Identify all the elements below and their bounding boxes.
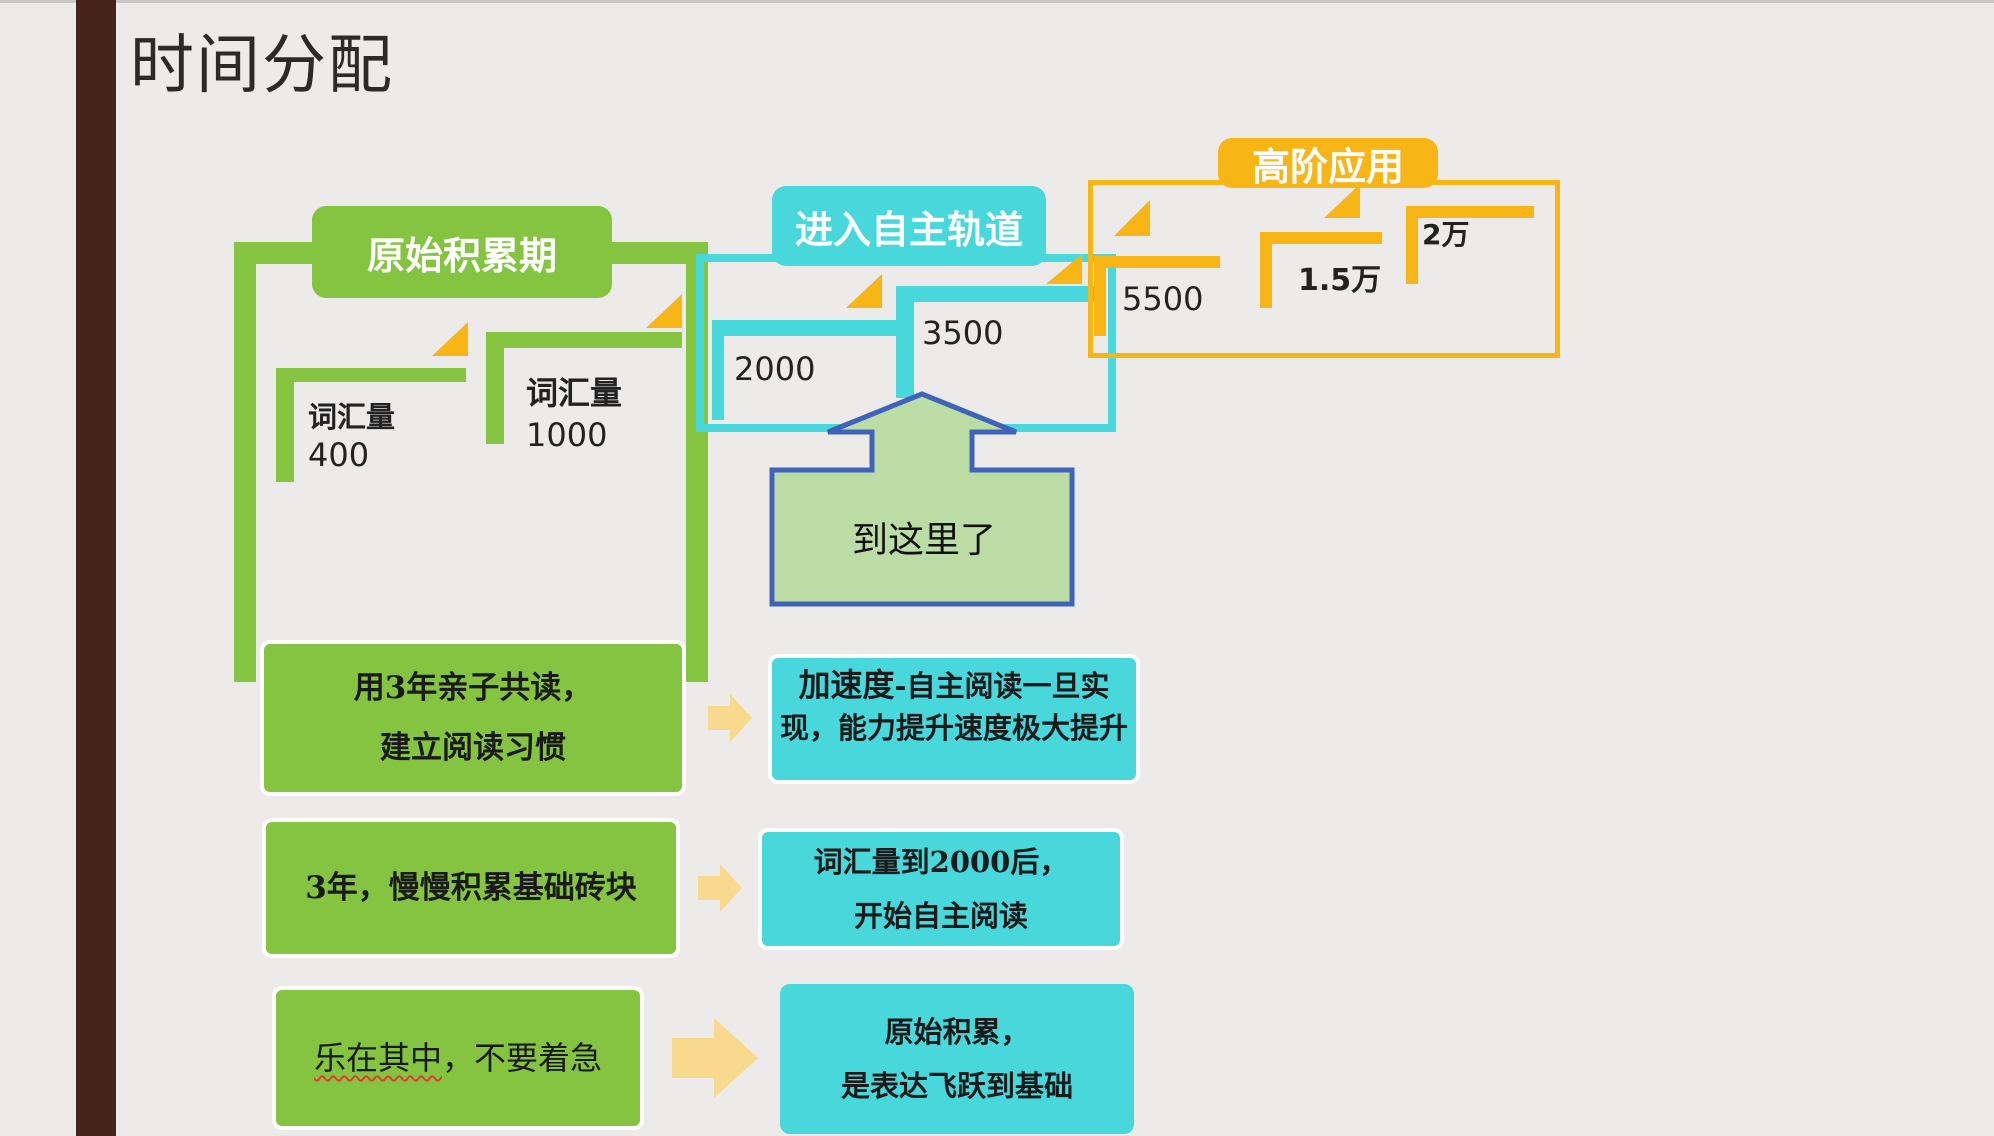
row1-right-box: 加速度-自主阅读一旦实现，能力提升速度极大提升 xyxy=(768,654,1140,784)
row3-left-underlined: 乐在其中 xyxy=(313,1039,442,1077)
step4-value: 3500 xyxy=(922,314,1004,352)
stage3-label: 高阶应用 xyxy=(1218,138,1438,189)
step7-riser xyxy=(1406,206,1418,284)
step5-tread xyxy=(1094,256,1220,268)
row2-right-box: 词汇量到2000后， 开始自主阅读 xyxy=(758,828,1124,950)
stage1-bracket-left xyxy=(234,242,256,682)
step1-riser xyxy=(276,368,294,482)
row3-right-box: 原始积累， 是表达飞跃到基础 xyxy=(780,984,1134,1134)
step5-marker xyxy=(1114,200,1150,236)
row1-left-line1: 用3年亲子共读， xyxy=(353,670,593,706)
step4-tread xyxy=(896,286,1096,302)
step2-value: 1000 xyxy=(526,416,608,454)
stage2-label: 进入自主轨道 xyxy=(772,186,1046,266)
row2-right-line2: 开始自主阅读 xyxy=(853,899,1028,933)
stage1-bracket-top-right xyxy=(600,242,708,264)
step1-value: 400 xyxy=(308,436,370,474)
step6-tread xyxy=(1260,232,1382,244)
step7-tread xyxy=(1406,206,1534,218)
row2-left-line1: 3年，慢慢积累基础砖块 xyxy=(305,870,637,906)
step3-tread xyxy=(712,320,896,336)
page-title: 时间分配 xyxy=(130,29,394,103)
row3-left-rest: ，不要着急 xyxy=(442,1039,603,1077)
sidebar-accent-bar xyxy=(76,0,116,1136)
step6-riser xyxy=(1260,232,1272,308)
step4-marker xyxy=(1046,254,1082,284)
step3-marker xyxy=(846,274,882,308)
step1-label: 词汇量 xyxy=(308,400,396,434)
step3-value: 2000 xyxy=(734,350,816,388)
row1-right-bold: 加速度 xyxy=(798,667,895,703)
row2-arrow-icon xyxy=(698,864,742,912)
step3-riser xyxy=(712,320,724,420)
step5-value: 5500 xyxy=(1122,280,1204,318)
row1-right-rest: -自主阅读一旦实现，能力提升速度极大提升 xyxy=(780,669,1129,745)
row3-left-box: 乐在其中，不要着急 xyxy=(272,986,644,1130)
stage1-label: 原始积累期 xyxy=(312,206,612,298)
step2-riser xyxy=(486,332,504,444)
step2-tread xyxy=(486,332,682,348)
row1-left-box: 用3年亲子共读， 建立阅读习惯 xyxy=(260,640,686,796)
row3-right-line1: 原始积累， xyxy=(884,1015,1030,1049)
step5-riser xyxy=(1094,256,1106,336)
step4-riser xyxy=(896,286,914,398)
step2-marker xyxy=(646,294,682,328)
row3-arrow-icon xyxy=(672,1018,758,1098)
row3-right-line2: 是表达飞跃到基础 xyxy=(840,1069,1073,1103)
step6-value: 1.5万 xyxy=(1298,263,1382,298)
step2-label: 词汇量 xyxy=(526,374,623,412)
row2-left-box: 3年，慢慢积累基础砖块 xyxy=(262,818,680,958)
step1-tread xyxy=(276,368,466,382)
step1-marker xyxy=(432,322,468,356)
row2-right-line1: 词汇量到2000后， xyxy=(813,845,1069,879)
callout-text: 到这里了 xyxy=(851,520,996,561)
top-border xyxy=(0,0,1994,3)
row1-left-line2: 建立阅读习惯 xyxy=(379,730,566,766)
row1-arrow-icon xyxy=(708,694,752,742)
callout-arrow-shape xyxy=(769,391,1075,607)
step7-value: 2万 xyxy=(1422,218,1470,251)
step6-marker xyxy=(1324,184,1360,218)
